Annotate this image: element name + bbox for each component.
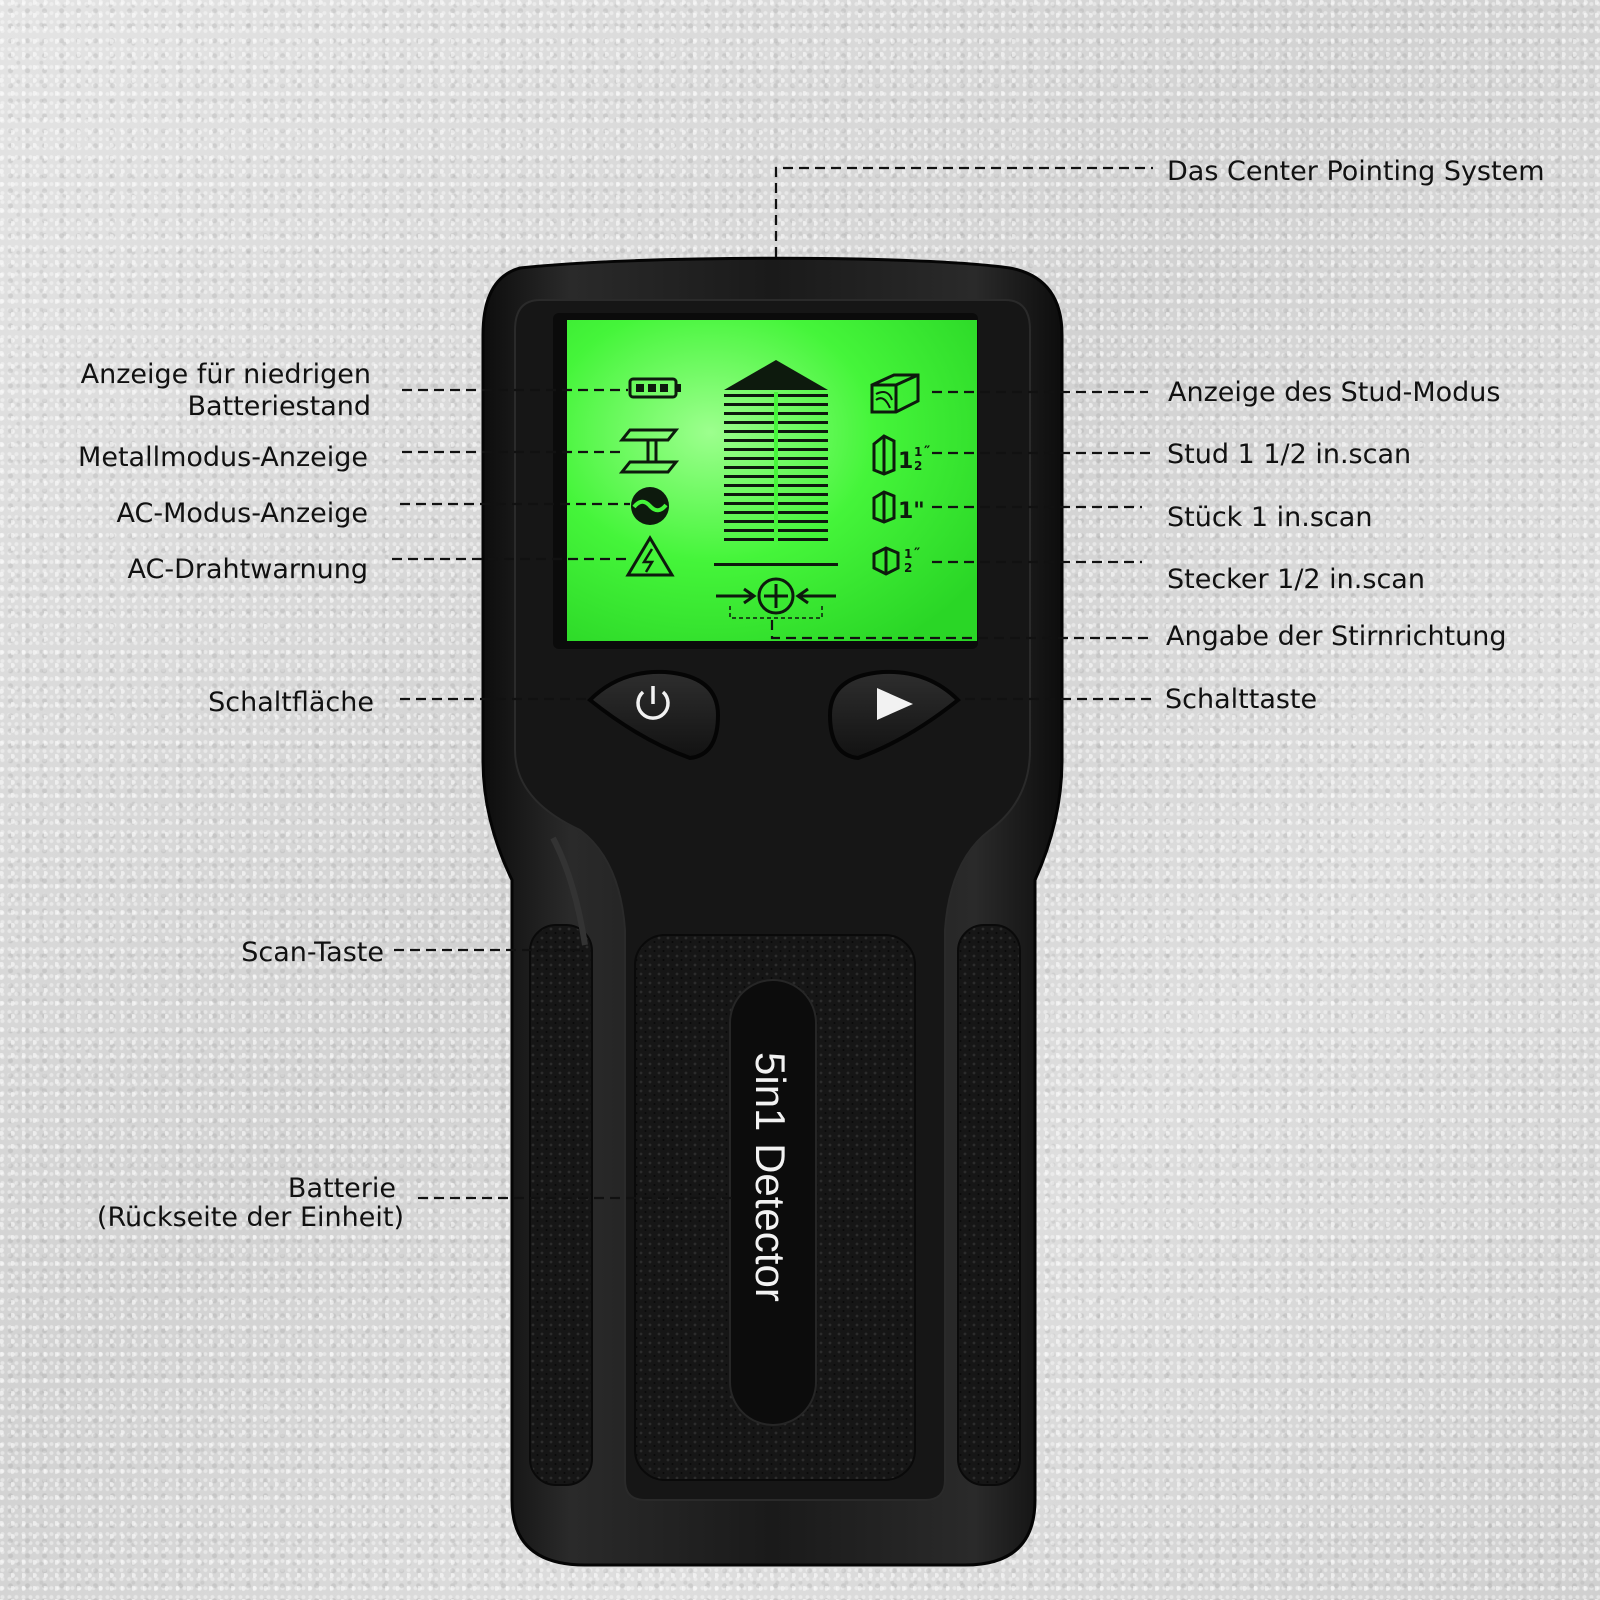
label-stud-1-5: Stud 1 1/2 in.scan (1167, 439, 1411, 470)
stud-1-5-icon (872, 434, 896, 476)
label-ac-mode: AC-Modus-Anzeige (117, 498, 369, 529)
stud-1-5-whole: 1 (898, 449, 913, 474)
label-stud-mode: Anzeige des Stud-Modus (1168, 377, 1500, 408)
device-name: 5in1 Detector (747, 1052, 794, 1302)
play-icon (877, 688, 913, 720)
scan-button[interactable] (550, 836, 588, 946)
stud-0-5-inch-mark: ″ (914, 546, 920, 562)
label-scan-button: Scan-Taste (241, 937, 384, 968)
center-target-icon (716, 577, 836, 619)
label-center-pointing: Das Center Pointing System (1167, 156, 1545, 187)
power-button[interactable] (587, 669, 721, 761)
power-icon (636, 686, 670, 720)
label-low-battery-1: Anzeige für niedrigen (81, 359, 371, 390)
label-low-battery-2: Batteriestand (187, 391, 371, 422)
signal-meter (714, 360, 838, 566)
label-stud-1: Stück 1 in.scan (1167, 502, 1372, 533)
stud-1-5-num: 1 (914, 445, 922, 459)
stud-mode-icon (870, 373, 920, 414)
name-plate (729, 979, 817, 1426)
leader-lines (392, 166, 1155, 1200)
stud-1-label: 1" (898, 499, 925, 524)
metal-beam-icon (618, 428, 680, 474)
stud-1-5-inch-mark: ″ (924, 444, 930, 460)
lcd-display: 1 1 2 ″ 1" 1 2 ″ (553, 313, 978, 649)
label-power-button: Schaltfläche (208, 687, 374, 718)
label-battery-2: (Rückseite der Einheit) (97, 1202, 404, 1233)
label-ac-warning: AC-Drahtwarnung (128, 554, 368, 585)
stud-0-5-icon (872, 546, 900, 576)
label-battery-1: Batterie (288, 1173, 396, 1204)
label-stud-0-5: Stecker 1/2 in.scan (1167, 564, 1425, 595)
ac-mode-icon (631, 487, 669, 525)
battery-icon (628, 377, 681, 399)
stud-1-5-den: 2 (914, 459, 922, 473)
label-switch-button: Schalttaste (1165, 684, 1317, 715)
stud-0-5-den: 2 (904, 561, 912, 575)
left-grip (529, 924, 593, 1486)
switch-button[interactable] (827, 669, 961, 761)
label-metal-mode: Metallmodus-Anzeige (78, 442, 368, 473)
ac-warning-icon (625, 535, 675, 577)
right-grip (957, 924, 1021, 1486)
stud-1-icon (872, 490, 896, 524)
stud-0-5-num: 1 (904, 547, 912, 561)
label-direction: Angabe der Stirnrichtung (1166, 621, 1507, 652)
